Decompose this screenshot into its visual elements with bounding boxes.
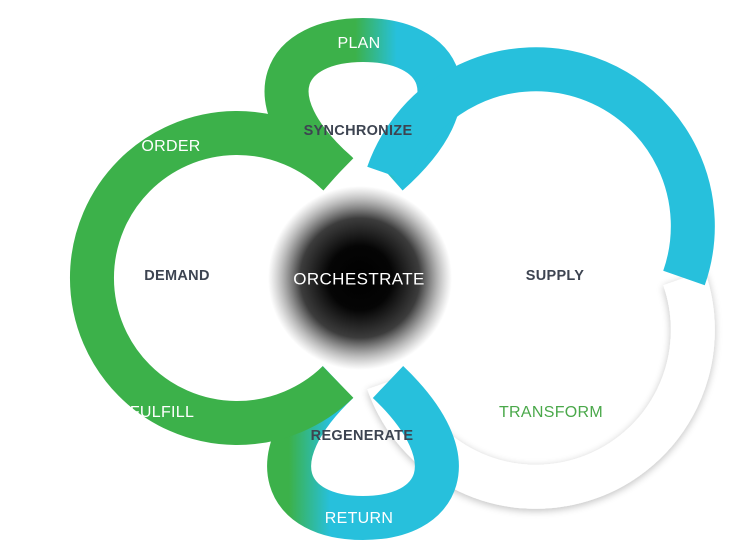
return-label: RETURN xyxy=(325,510,393,527)
regenerate-label: REGENERATE xyxy=(311,428,414,444)
transform-label: TRANSFORM xyxy=(499,404,603,421)
demand-label: DEMAND xyxy=(144,268,209,284)
orchestrate-label: ORCHESTRATE xyxy=(293,269,425,288)
order-label: ORDER xyxy=(141,138,200,155)
left-loop-band xyxy=(69,111,354,445)
orchestrate-core xyxy=(268,186,452,370)
synchronize-label: SYNCHRONIZE xyxy=(304,123,413,139)
fulfill-label: FULFILL xyxy=(130,404,194,421)
supply-label: SUPPLY xyxy=(526,268,585,284)
source-label: SOURCE xyxy=(518,138,588,155)
bottom-petal-band xyxy=(267,366,459,541)
right-loop-cyan-band xyxy=(367,47,715,286)
plan-label: PLAN xyxy=(338,35,381,52)
